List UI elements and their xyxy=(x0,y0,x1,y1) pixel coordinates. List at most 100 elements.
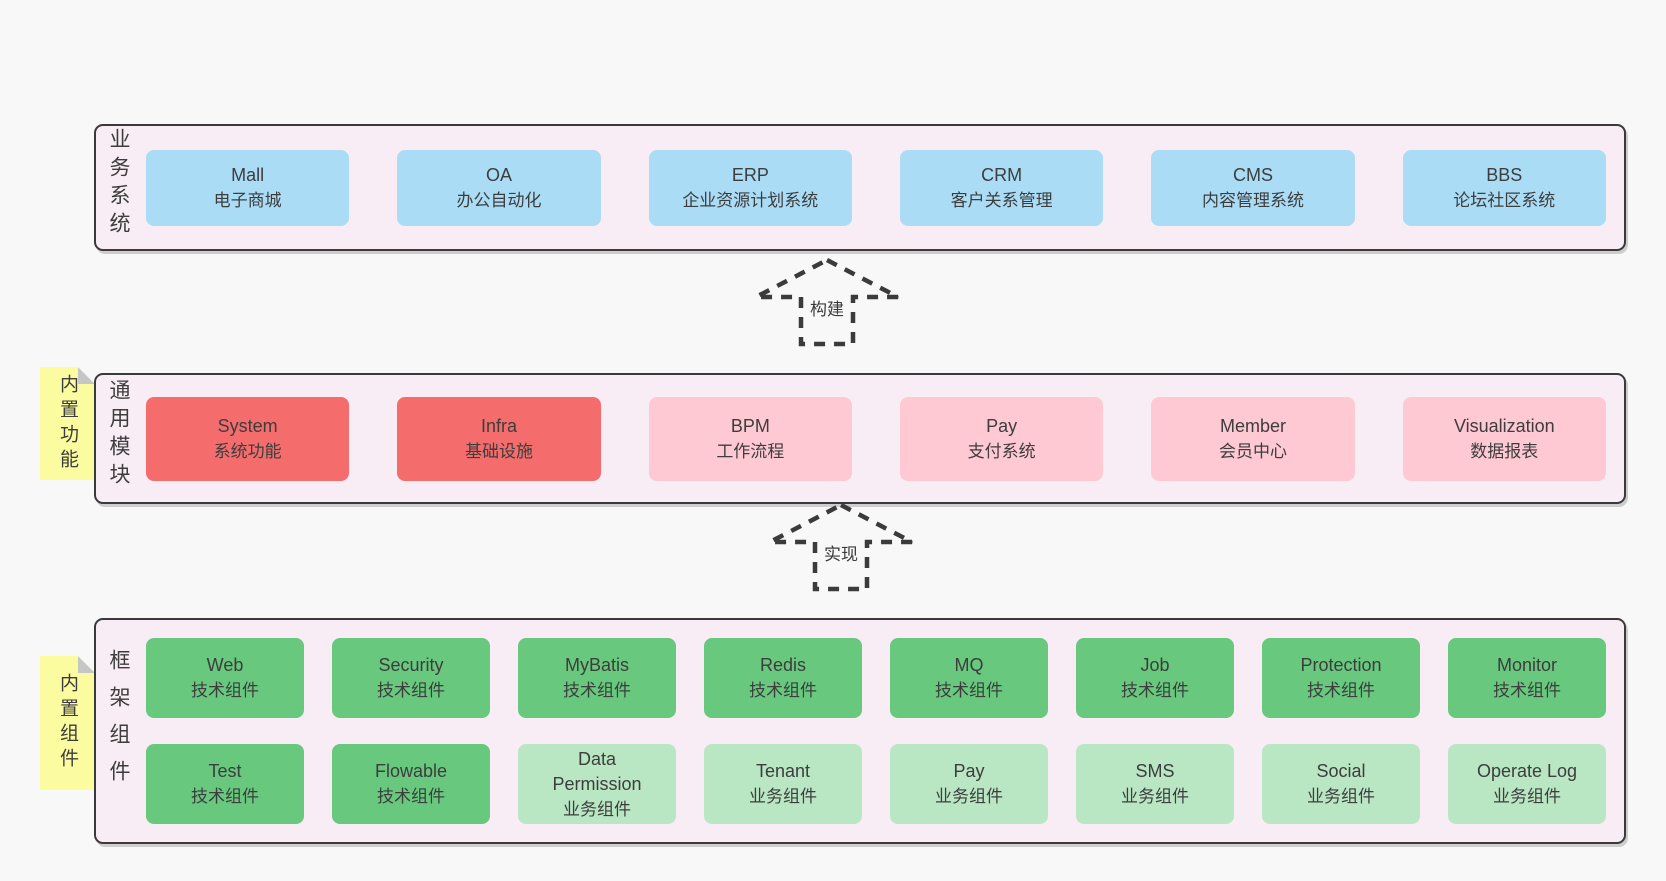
box-subtitle: 业务组件 xyxy=(935,787,1003,806)
box-subtitle: 业务组件 xyxy=(749,787,817,806)
box-security: Security 技术组件 xyxy=(332,638,490,718)
box-subtitle: 业务组件 xyxy=(1121,787,1189,806)
box-name: Test xyxy=(208,761,242,781)
box-member: Member 会员中心 xyxy=(1151,396,1355,481)
box-mq: MQ 技术组件 xyxy=(890,638,1048,718)
box-crm: CRM 客户关系管理 xyxy=(899,149,1104,226)
box-oa: OA 办公自动化 xyxy=(397,149,601,226)
dashed-up-arrow-icon xyxy=(754,257,900,347)
box-name: Web xyxy=(206,655,244,675)
box-name: BBS xyxy=(1486,164,1523,185)
box-monitor: Monitor 技术组件 xyxy=(1448,638,1606,718)
box-subtitle: 技术组件 xyxy=(377,787,445,806)
band-business-systems: 业务系统 Mall 电子商城 OA 办公自动化 ERP 企业资源计划系统 CRM 客户关系管理… xyxy=(94,124,1626,251)
box-name: Flowable xyxy=(374,761,448,781)
box-pay: Pay 业务组件 xyxy=(890,744,1048,824)
box-infra: Infra 基础设施 xyxy=(397,396,601,481)
box-cms: CMS 内容管理系统 xyxy=(1151,149,1355,226)
sticky-text: 内置功能 xyxy=(57,373,78,474)
box-subtitle: 企业资源计划系统 xyxy=(682,190,819,210)
box-name: Pay xyxy=(953,761,985,781)
box-web: Web 技术组件 xyxy=(146,638,304,718)
box-name: Redis xyxy=(759,655,807,675)
box-name: ERP xyxy=(731,164,769,185)
box-subtitle: 基础设施 xyxy=(464,441,533,461)
box-subtitle: 办公自动化 xyxy=(456,190,542,210)
box-name: MyBatis xyxy=(564,655,629,675)
box-protection: Protection 技术组件 xyxy=(1262,638,1420,718)
box-subtitle: 业务组件 xyxy=(1493,787,1561,806)
box-subtitle: 技术组件 xyxy=(935,681,1003,700)
box-name: Visualization xyxy=(1453,415,1555,436)
arrow-build-up: 构建 xyxy=(752,256,902,348)
box-mybatis: MyBatis 技术组件 xyxy=(518,638,676,718)
box-operate-log: Operate Log 业务组件 xyxy=(1448,744,1606,824)
box-name: Infra xyxy=(480,415,517,436)
box-subtitle: 技术组件 xyxy=(1493,681,1561,700)
box-name: CRM xyxy=(981,164,1023,185)
box-flowable: Flowable 技术组件 xyxy=(332,744,490,824)
band-row: Mall 电子商城 OA 办公自动化 ERP 企业资源计划系统 CRM 客户关系管理 CMS 内容… xyxy=(146,149,1606,226)
box-subtitle: 技术组件 xyxy=(377,681,445,700)
box-name: Protection xyxy=(1300,655,1382,675)
box-subtitle: 电子商城 xyxy=(213,190,282,210)
dashed-up-arrow-icon xyxy=(768,502,914,592)
box-tenant: Tenant 业务组件 xyxy=(704,744,862,824)
box-subtitle: 技术组件 xyxy=(563,681,631,700)
box-subtitle: 技术组件 xyxy=(1307,681,1375,700)
band-label: 框架组件 xyxy=(107,649,130,797)
box-redis: Redis 技术组件 xyxy=(704,638,862,718)
box-name: System xyxy=(217,415,278,436)
box-bbs: BBS 论坛社区系统 xyxy=(1402,149,1606,226)
sticky-text: 内置组件 xyxy=(57,673,78,773)
box-subtitle: 内容管理系统 xyxy=(1201,190,1304,210)
box-name: Pay xyxy=(986,415,1018,436)
box-subtitle: 技术组件 xyxy=(191,787,259,806)
sticky-note-built-in-components: 内置组件 xyxy=(40,656,95,790)
arrow-label: 实现 xyxy=(819,539,863,566)
box-subtitle: 客户关系管理 xyxy=(950,190,1053,210)
box-name: Data Permission xyxy=(552,748,642,794)
box-name: OA xyxy=(485,164,512,185)
box-system: System 系统功能 xyxy=(146,396,350,481)
box-subtitle: 系统功能 xyxy=(213,441,282,461)
box-subtitle: 数据报表 xyxy=(1470,441,1539,461)
sticky-note-built-in-features: 内置功能 xyxy=(40,367,95,480)
box-name: CMS xyxy=(1232,164,1273,185)
box-sms: SMS 业务组件 xyxy=(1076,744,1234,824)
box-name: Monitor xyxy=(1496,655,1558,675)
band-label: 业务系统 xyxy=(107,128,130,240)
folded-corner-icon xyxy=(78,367,95,384)
box-name: Member xyxy=(1219,415,1286,436)
box-subtitle: 会员中心 xyxy=(1218,441,1287,461)
box-name: SMS xyxy=(1135,761,1175,781)
box-name: Security xyxy=(378,655,444,675)
box-name: Mall xyxy=(231,164,265,185)
box-erp: ERP 企业资源计划系统 xyxy=(648,149,852,226)
box-name: MQ xyxy=(954,655,984,675)
box-visualization: Visualization 数据报表 xyxy=(1402,396,1606,481)
band-label: 通用模块 xyxy=(107,379,130,491)
box-name: Social xyxy=(1316,761,1366,781)
box-name: BPM xyxy=(730,415,770,436)
folded-corner-icon xyxy=(78,656,95,673)
box-name: Job xyxy=(1140,655,1170,675)
box-mall: Mall 电子商城 xyxy=(146,149,350,226)
box-name: Operate Log xyxy=(1476,761,1578,781)
box-subtitle: 技术组件 xyxy=(191,681,259,700)
box-name: Tenant xyxy=(755,761,811,781)
band-rows: Mall 电子商城 OA 办公自动化 ERP 企业资源计划系统 CRM 客户关系管理 CMS 内容… xyxy=(140,126,1624,249)
box-subtitle: 技术组件 xyxy=(749,681,817,700)
arrow-label: 构建 xyxy=(805,294,849,321)
box-subtitle: 业务组件 xyxy=(563,799,631,819)
box-subtitle: 论坛社区系统 xyxy=(1453,190,1556,210)
